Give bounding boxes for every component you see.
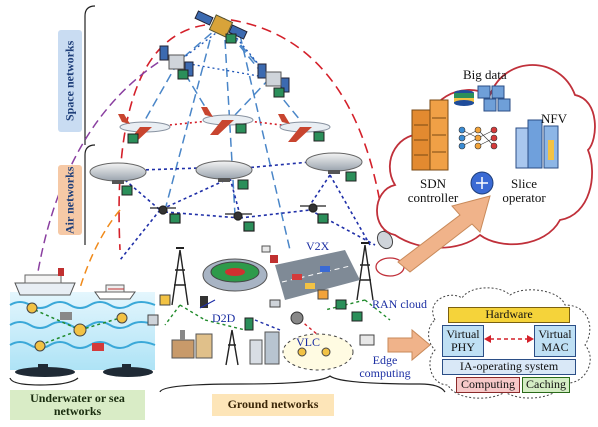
space-networks-label: Space networks	[58, 30, 82, 132]
nfv-label: NFV	[541, 111, 568, 126]
core-cloud	[376, 64, 596, 249]
edge-computing-text: Edge computing	[359, 352, 411, 380]
blimp-left	[89, 162, 147, 196]
ran-dish	[376, 230, 394, 250]
ia-os-text: IA-operating system	[459, 359, 559, 374]
d2d-arrow	[199, 299, 216, 309]
slice-operator-icon	[470, 171, 494, 195]
air-links	[119, 161, 376, 261]
edge-computing-label: Edge computing	[359, 352, 411, 382]
computing-box: Computing	[456, 377, 520, 393]
orange-dashed-arc	[79, 209, 121, 289]
vlc-lamps	[297, 347, 331, 357]
underwater-text: Underwater or sea networks	[30, 390, 125, 418]
virtual-phy-box: Virtual PHY	[442, 325, 484, 357]
sea-bracket	[9, 377, 79, 386]
space-networks-text: Space networks	[62, 40, 77, 122]
virtual-mac-text: Virtual MAC	[538, 326, 572, 354]
ground-towers	[171, 242, 374, 366]
d2d-label: D2D	[212, 311, 236, 325]
underwater-devices	[26, 302, 128, 352]
ground-label: Ground networks	[212, 394, 334, 416]
underwater-label: Underwater or sea networks	[10, 390, 145, 420]
submarine-left	[15, 364, 75, 377]
satellite-links	[144, 23, 301, 251]
slice-operator-label: Slice operator	[497, 176, 551, 206]
ai-network-icon	[458, 126, 498, 150]
v2x-label: V2X	[306, 239, 330, 253]
blimp-center	[195, 160, 253, 190]
air-networks-text: Air networks	[62, 166, 77, 234]
purple-dashed-arc	[34, 54, 171, 291]
virtual-phy-text: Virtual PHY	[446, 326, 480, 354]
drone-right	[300, 203, 329, 224]
hardware-text: Hardware	[485, 307, 533, 322]
buildings	[171, 330, 280, 365]
vlc-zone	[282, 333, 354, 371]
stadium	[202, 258, 268, 292]
ground-text: Ground networks	[227, 397, 319, 412]
sdn-controller-text: SDN controller	[407, 175, 459, 205]
satellite-main	[194, 10, 248, 44]
arrow-to-cloud	[397, 195, 491, 273]
air-networks-label: Air networks	[58, 165, 82, 235]
computing-text: Computing	[460, 377, 515, 392]
airplane-left	[118, 114, 171, 144]
sdn-controller-label: SDN controller	[402, 176, 464, 206]
sdn-controller-icon	[411, 99, 449, 171]
drone-left	[150, 205, 181, 224]
ground-bracket	[159, 375, 446, 393]
virtual-mac-box: Virtual MAC	[534, 325, 576, 357]
drone-center	[225, 211, 255, 232]
slice-operator-text: Slice operator	[502, 175, 546, 205]
v2x-road	[261, 245, 360, 300]
yacht	[94, 284, 136, 300]
ia-os-box: IA-operating system	[442, 359, 576, 375]
cruise-ship	[14, 268, 76, 296]
caching-box: Caching	[522, 377, 570, 393]
ran-cloud-label: RAN cloud	[372, 297, 427, 311]
red-dashed-arcs	[118, 17, 386, 251]
airplane-right	[278, 114, 331, 142]
big-data-icon	[454, 85, 511, 112]
satellite-right	[257, 63, 290, 98]
big-data-label: Big data	[463, 67, 507, 82]
phy-mac-arrow	[484, 335, 534, 343]
blimp-right	[305, 152, 363, 182]
satellite-left	[159, 45, 194, 80]
airplane-center	[201, 107, 254, 135]
nfv-icon	[515, 119, 559, 169]
ground-devices	[147, 289, 375, 346]
submarine-right	[103, 364, 153, 377]
ground-links	[164, 299, 391, 346]
caching-text: Caching	[526, 377, 566, 392]
vlc-label: VLC	[296, 335, 320, 349]
arrow-to-edge	[387, 328, 431, 362]
hardware-box: Hardware	[448, 307, 570, 323]
left-brackets	[84, 5, 96, 245]
